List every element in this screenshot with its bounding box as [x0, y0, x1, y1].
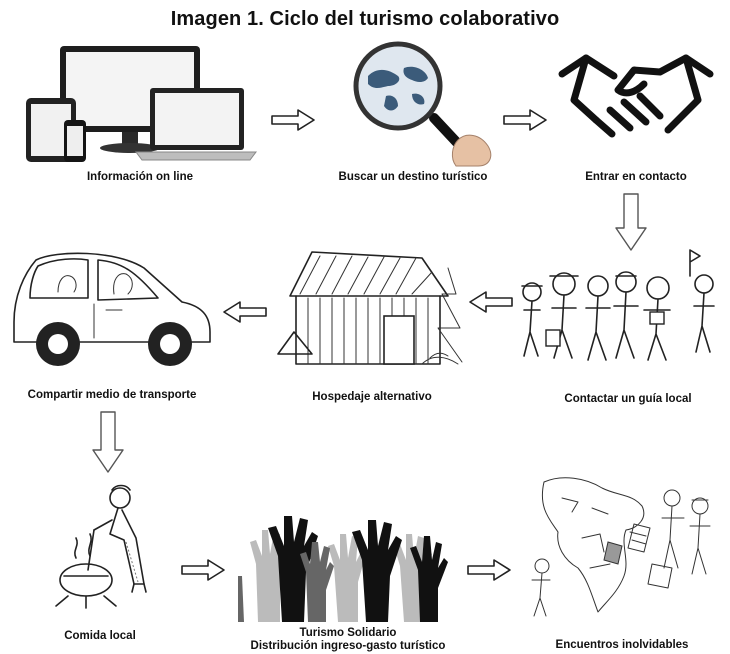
arrow-left-2 [468, 290, 514, 319]
magnifier-globe-icon [328, 40, 498, 168]
raised-hands-icon [238, 516, 448, 622]
wooden-cabin-icon [272, 244, 472, 374]
handshake-icon [556, 46, 716, 156]
arrow-right-4 [466, 558, 512, 587]
arrow-right-3 [180, 558, 226, 587]
car-icon [6, 246, 216, 370]
devices-icon [18, 40, 258, 168]
diagram-title: Imagen 1. Ciclo del turismo colaborativo [170, 8, 560, 30]
node-label-entrar: Entrar en contacto [585, 171, 687, 183]
node-label-comida: Comida local [64, 630, 136, 642]
node-label-encuentros: Encuentros inolvidables [555, 639, 689, 651]
node-label-buscar: Buscar un destino turístico [338, 171, 488, 183]
node-label-contactar: Contactar un guía local [564, 393, 692, 405]
arrow-right-1 [270, 108, 316, 137]
tour-group-icon [512, 246, 728, 374]
node-label-distribucion: Distribución ingreso-gasto turístico [250, 640, 446, 652]
arrow-right-2 [502, 108, 548, 137]
node-label-informacion: Información on line [86, 171, 194, 183]
node-label-turismo-solidario: Turismo Solidario [299, 627, 397, 639]
arrow-left-1 [222, 300, 268, 329]
arrow-down-1 [614, 192, 648, 257]
map-people-icon [522, 468, 722, 618]
cooking-woman-icon [50, 480, 170, 610]
arrow-down-2 [91, 410, 125, 479]
node-label-hospedaje: Hospedaje alternativo [312, 391, 432, 403]
node-label-compartir: Compartir medio de transporte [27, 389, 197, 401]
